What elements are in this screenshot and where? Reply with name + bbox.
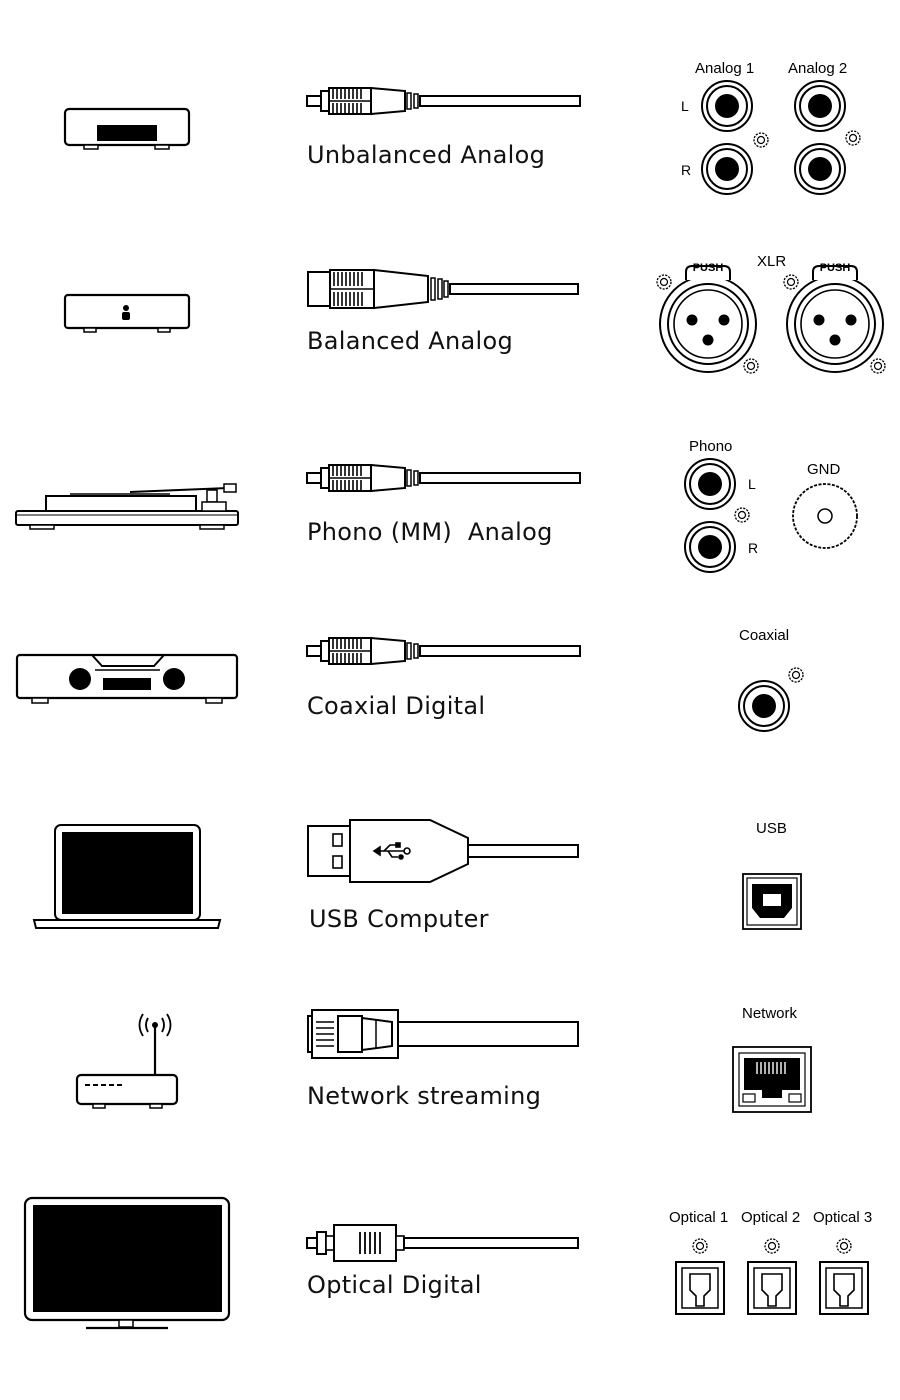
screw-icon	[836, 1238, 852, 1254]
tv-icon	[23, 1196, 231, 1330]
streamer-box-icon	[63, 107, 191, 150]
xlr-cable-icon	[307, 268, 579, 310]
usb-symbol-icon	[372, 842, 411, 860]
analog1-port-label: Analog 1	[695, 60, 755, 77]
analog1-left-jack	[701, 80, 753, 132]
phono-port-label: Phono	[689, 438, 733, 455]
screw-icon	[788, 667, 804, 683]
xlr-left-jack	[659, 265, 757, 373]
usb-port-label: USB	[756, 820, 787, 837]
gnd-port-label: GND	[807, 461, 841, 478]
network-port-label: Network	[742, 1005, 798, 1022]
preamp-box-icon	[63, 293, 191, 333]
laptop-icon	[32, 824, 222, 929]
cd-player-icon	[15, 653, 239, 704]
screw-icon	[734, 507, 750, 523]
usb-cable-icon	[307, 819, 579, 883]
usb-b-port-icon	[742, 873, 802, 930]
phono-right-jack	[684, 521, 736, 573]
right-channel-label: R	[681, 162, 692, 178]
screw-icon	[692, 1238, 708, 1254]
network-streaming-label: Network streaming	[307, 1082, 542, 1110]
xlr-port-label: XLR	[757, 253, 787, 270]
unbalanced-analog-label: Unbalanced Analog	[307, 141, 546, 169]
balanced-analog-label: Balanced Analog	[307, 327, 514, 355]
ethernet-cable-icon	[307, 1009, 579, 1059]
screw-icon	[764, 1238, 780, 1254]
push-label: PUSH	[820, 262, 851, 274]
optical1-port-label: Optical 1	[669, 1209, 729, 1226]
rj45-port-icon	[732, 1046, 812, 1113]
coaxial-digital-label: Coaxial Digital	[307, 692, 486, 720]
screw-icon	[783, 274, 799, 290]
rca-cable-icon	[306, 637, 581, 665]
usb-computer-label: USB Computer	[309, 905, 489, 933]
right-channel-label: R	[748, 540, 759, 556]
optical1-jack	[675, 1261, 725, 1315]
rca-cable-icon	[306, 87, 581, 115]
analog2-right-jack	[794, 143, 846, 195]
optical2-port-label: Optical 2	[741, 1209, 801, 1226]
router-icon	[75, 1013, 179, 1109]
optical3-port-label: Optical 3	[813, 1209, 873, 1226]
xlr-right-jack	[786, 265, 884, 373]
screw-icon	[753, 132, 769, 148]
left-channel-label: L	[681, 98, 689, 114]
push-label: PUSH	[693, 262, 724, 274]
optical-cable-icon	[306, 1224, 579, 1262]
screw-icon	[656, 274, 672, 290]
optical-digital-label: Optical Digital	[307, 1271, 482, 1299]
optical3-jack	[819, 1261, 869, 1315]
coaxial-port-label: Coaxial	[739, 627, 790, 644]
screw-icon	[845, 130, 861, 146]
screw-icon	[870, 358, 886, 374]
left-channel-label: L	[748, 476, 756, 492]
analog2-left-jack	[794, 80, 846, 132]
turntable-icon	[15, 483, 239, 530]
phono-analog-label: Phono (MM) Analog	[307, 518, 553, 546]
analog1-right-jack	[701, 143, 753, 195]
phono-left-jack	[684, 458, 736, 510]
rca-cable-icon	[306, 464, 581, 492]
screw-icon	[743, 358, 759, 374]
ground-terminal-icon	[792, 483, 858, 549]
analog2-port-label: Analog 2	[788, 60, 848, 77]
coaxial-jack	[738, 680, 790, 732]
optical2-jack	[747, 1261, 797, 1315]
